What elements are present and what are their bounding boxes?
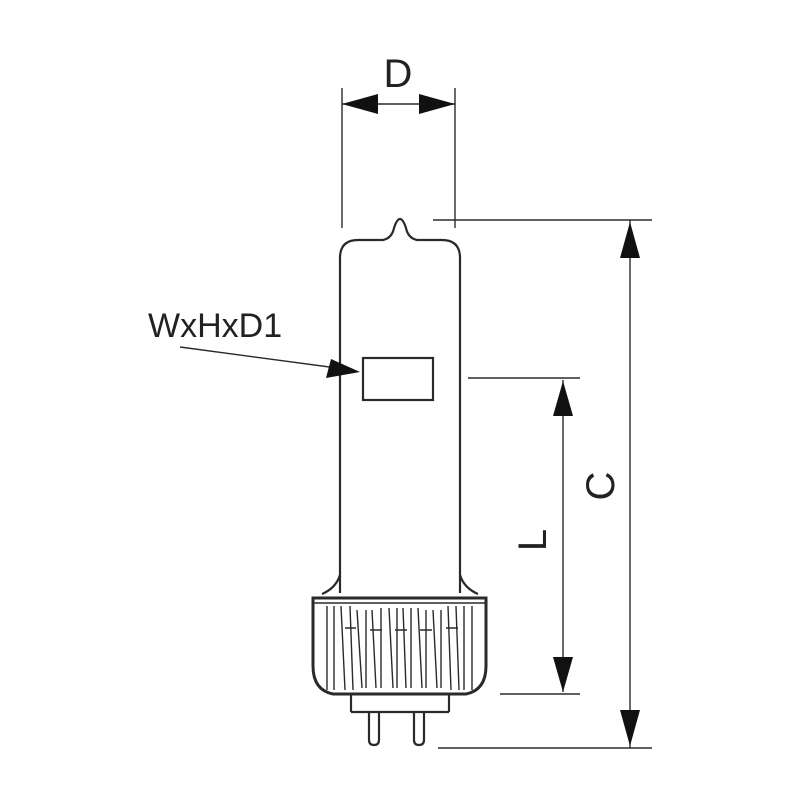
arrowhead-marking [326, 359, 360, 378]
base-ribs [326, 605, 473, 691]
label-l: L [511, 529, 555, 551]
label-wxhxd1: WxHxD1 [148, 307, 282, 345]
arrowhead-c-bottom [620, 710, 640, 746]
label-d: D [384, 52, 413, 96]
lamp [311, 217, 488, 747]
base-outline [311, 596, 488, 696]
marking-callout: WxHxD1 [148, 307, 360, 378]
dimension-d: D [341, 52, 456, 228]
glass-envelope [338, 217, 462, 593]
pin-left [367, 712, 381, 747]
envelope-flare-left [321, 574, 342, 596]
leader-line-marking [179, 346, 353, 371]
lamp-pins [349, 694, 451, 747]
envelope-flare-right [458, 574, 479, 596]
marking-box [361, 356, 435, 402]
arrowhead-c-top [620, 222, 640, 258]
arrowhead-l-bottom [553, 657, 573, 692]
arrowhead-d-left [342, 94, 378, 114]
arrowhead-l-top [553, 381, 573, 416]
lamp-base [311, 596, 488, 696]
arrowhead-d-right [419, 94, 455, 114]
base-rib-crosses [345, 627, 458, 631]
pin-right [412, 712, 426, 747]
dimension-c: C [433, 219, 652, 749]
label-c: C [579, 472, 623, 501]
dimension-l: L [468, 377, 580, 695]
